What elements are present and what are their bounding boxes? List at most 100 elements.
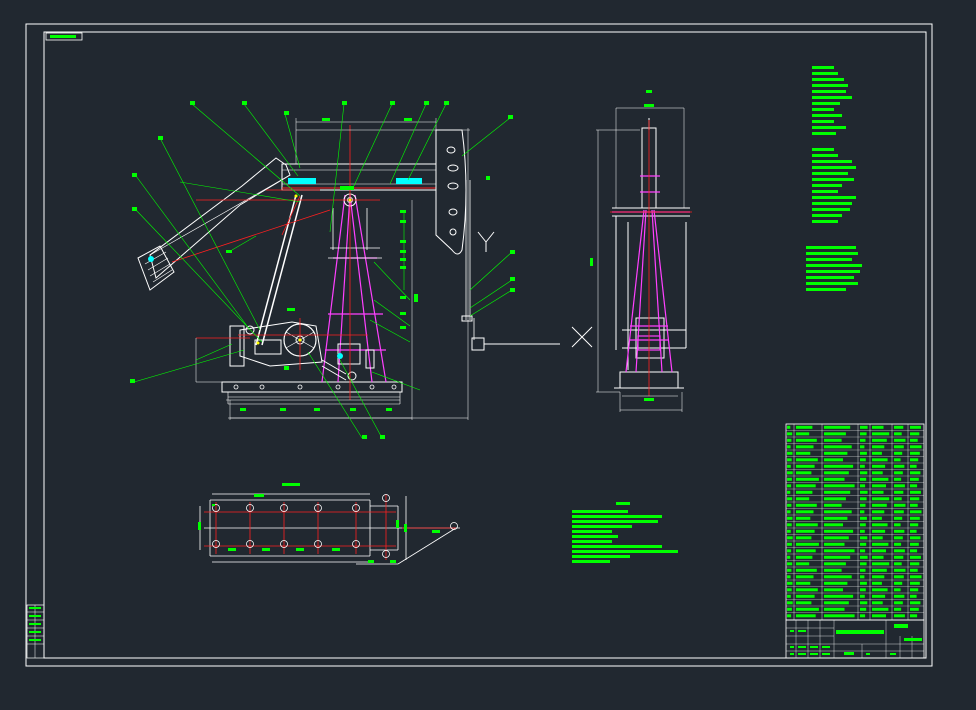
bom-cell	[787, 432, 793, 436]
bom-cell	[860, 562, 867, 566]
bom-rows	[786, 423, 924, 618]
bom-cell	[894, 601, 903, 605]
bom-cell	[910, 458, 919, 462]
bom-cell	[894, 451, 903, 455]
bom-cell	[872, 529, 886, 533]
bom-cell	[872, 438, 887, 442]
bom-cell	[872, 562, 890, 566]
bom-cell	[796, 484, 816, 488]
outer-border	[25, 23, 933, 667]
bom-cell	[910, 542, 919, 546]
horse-head	[435, 129, 467, 255]
bom-cell	[860, 529, 865, 533]
bom-cell	[796, 614, 816, 618]
bom-cell	[787, 549, 792, 553]
bom-cell	[894, 529, 905, 533]
bom-cell	[787, 477, 792, 481]
bom-cell	[894, 607, 902, 611]
bom-cell	[894, 438, 906, 442]
bom-cell	[787, 594, 791, 598]
bom-cell	[910, 471, 921, 475]
bom-cell	[824, 516, 848, 520]
bom-cell	[894, 542, 902, 546]
bom-cell	[824, 555, 851, 559]
bom-cell	[894, 562, 902, 566]
bom-cell	[796, 445, 814, 449]
bom-cell	[824, 432, 846, 436]
bom-cell	[824, 425, 851, 429]
bom-cell	[910, 529, 917, 533]
bom-cell	[796, 542, 819, 546]
bom-cell	[872, 510, 885, 514]
bom-cell	[860, 523, 866, 527]
revision-block	[26, 604, 45, 659]
bom-cell	[860, 601, 868, 605]
bom-cell	[860, 516, 867, 520]
bom-cell	[910, 516, 920, 520]
technical-requirements	[572, 502, 678, 563]
bom-cell	[796, 562, 810, 566]
bom-cell	[796, 438, 817, 442]
bom-cell	[824, 458, 843, 462]
bom-cell	[860, 432, 867, 436]
bom-cell	[796, 464, 815, 468]
counterweight	[137, 245, 175, 291]
bom-cell	[824, 536, 849, 540]
bom-cell	[787, 568, 792, 572]
bom-cell	[796, 458, 818, 462]
bom-cell	[910, 464, 917, 468]
bom-cell	[860, 484, 866, 488]
bom-cell	[894, 549, 905, 553]
bom-cell	[787, 503, 792, 507]
bom-cell	[860, 568, 866, 572]
bom-cell	[796, 555, 813, 559]
bom-cell	[824, 490, 851, 494]
bom-cell	[787, 490, 791, 494]
bom-cell	[894, 516, 903, 520]
bom-cell	[824, 542, 845, 546]
bom-cell	[796, 425, 813, 429]
bom-cell	[787, 516, 793, 520]
pump-unit-side-view	[590, 90, 692, 412]
bom-cell	[910, 575, 922, 579]
bom-cell	[894, 497, 902, 501]
bom-cell	[872, 523, 888, 527]
bom-cell	[787, 445, 791, 449]
bom-cell	[860, 614, 866, 618]
bom-cell	[796, 594, 815, 598]
bom-cell	[796, 510, 814, 514]
bom-cell	[910, 451, 920, 455]
bom-cell	[787, 581, 793, 585]
bom-cell	[824, 588, 843, 592]
bom-cell	[910, 568, 918, 572]
bom-cell	[860, 458, 866, 462]
bom-cell	[894, 477, 902, 481]
bom-cell	[910, 477, 919, 481]
bom-cell	[910, 601, 921, 605]
bom-cell	[787, 529, 791, 533]
bom-cell	[872, 542, 889, 546]
bom-cell	[872, 484, 886, 488]
bom-cell	[894, 490, 904, 494]
bom-cell	[796, 497, 810, 501]
bom-cell	[860, 607, 867, 611]
bom-cell	[824, 503, 842, 507]
bom-cell	[872, 432, 890, 436]
bom-cell	[787, 484, 792, 488]
bom-cell	[894, 432, 902, 436]
bom-cell	[910, 555, 921, 559]
bom-cell	[894, 575, 904, 579]
bom-cell	[787, 425, 791, 429]
bom-cell	[824, 549, 855, 553]
bom-cell	[824, 510, 852, 514]
bom-cell	[796, 568, 817, 572]
bom-cell	[824, 568, 842, 572]
bom-cell	[824, 477, 845, 481]
bom-cell	[796, 575, 814, 579]
bom-cell	[872, 471, 883, 475]
bom-cell	[824, 607, 845, 611]
bom-cell	[894, 510, 904, 514]
bom-cell	[910, 425, 921, 429]
bom-cell	[796, 503, 817, 507]
